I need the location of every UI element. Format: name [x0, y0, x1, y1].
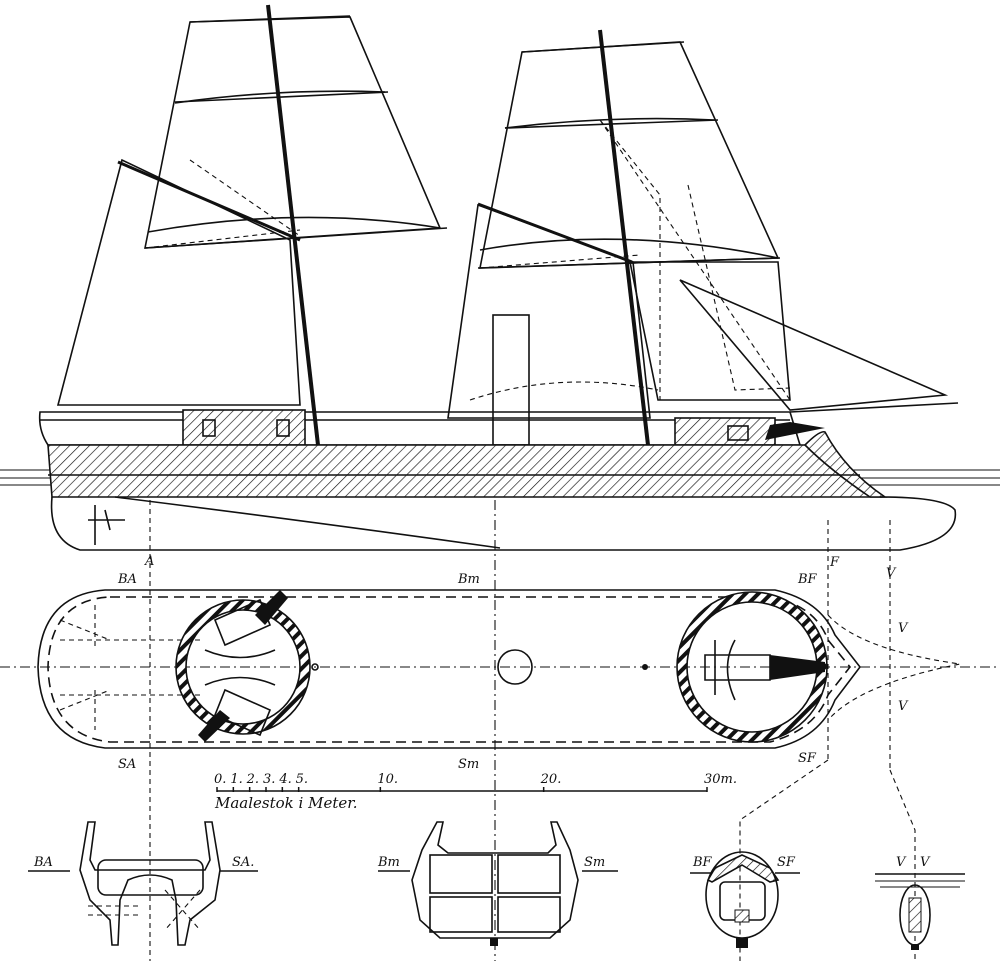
- bow-gun: [765, 422, 825, 440]
- scale-tick-label: 5.: [296, 772, 308, 787]
- plan-sf-label: SF: [798, 751, 817, 766]
- section-bf-label: BF: [692, 855, 713, 870]
- scale-tick-label: 1.: [230, 772, 242, 787]
- plan-view: [0, 589, 1000, 749]
- side-elevation: [0, 4, 1000, 551]
- section-ba-label: BA: [33, 855, 53, 870]
- section-sa-label: SA.: [232, 855, 254, 870]
- funnel-plan: [497, 649, 533, 685]
- plan-bf-label: BF: [797, 572, 818, 587]
- plan-bm-label: Bm: [457, 572, 480, 587]
- section-mid: [378, 821, 618, 946]
- propeller: [88, 505, 125, 545]
- section-aft: [28, 821, 258, 946]
- marker-f-label: F: [829, 555, 840, 570]
- hull-lower: [50, 496, 957, 551]
- scale-tick-label: 10.: [377, 772, 398, 787]
- scale-tick-label: 30m.: [704, 772, 737, 787]
- section-bow: [875, 873, 965, 950]
- section-bm-label: Bm: [377, 855, 400, 870]
- scale-tick-label: 0.: [214, 772, 226, 787]
- scale-tick-label: 3.: [263, 772, 275, 787]
- scale-tick-label: 4.: [278, 772, 291, 787]
- deck-outline: [37, 589, 862, 749]
- marker-a-label: A: [144, 554, 154, 569]
- aft-turret: [176, 600, 310, 734]
- section-sm-label: Sm: [584, 855, 605, 870]
- plan-sm-label: Sm: [458, 757, 479, 772]
- funnel: [492, 314, 530, 446]
- section-v-left-label: V: [896, 855, 907, 870]
- plan-v-top-label: V: [898, 621, 909, 636]
- plan-ba-label: BA: [117, 572, 137, 587]
- aft-sails: [56, 15, 448, 406]
- plan-sa-label: SA: [118, 757, 136, 772]
- aft-mast: [266, 4, 320, 446]
- scale-bar: 0. 1. 2. 3.4. 5. 10. 20. 30m.: [214, 772, 737, 792]
- marker-v-label: V: [886, 566, 897, 581]
- section-fwd: [690, 851, 800, 948]
- forward-sails: [447, 41, 959, 419]
- section-v-right-label: V: [920, 855, 931, 870]
- fwd-deckhouse: [674, 417, 776, 446]
- aft-gun-bottom: [198, 710, 230, 742]
- plan-v-bottom-label: V: [898, 699, 909, 714]
- armor-belt: [47, 444, 883, 498]
- aft-gun-top: [255, 590, 288, 625]
- forward-gun: [770, 655, 825, 680]
- scale-caption: Maalestok i Meter.: [214, 794, 358, 812]
- aft-deckhouse: [182, 409, 306, 446]
- scale-tick-label: 2.: [246, 772, 259, 787]
- scale-tick-label: 20.: [540, 772, 562, 787]
- section-sf-label: SF: [777, 855, 796, 870]
- forward-mast: [598, 29, 650, 446]
